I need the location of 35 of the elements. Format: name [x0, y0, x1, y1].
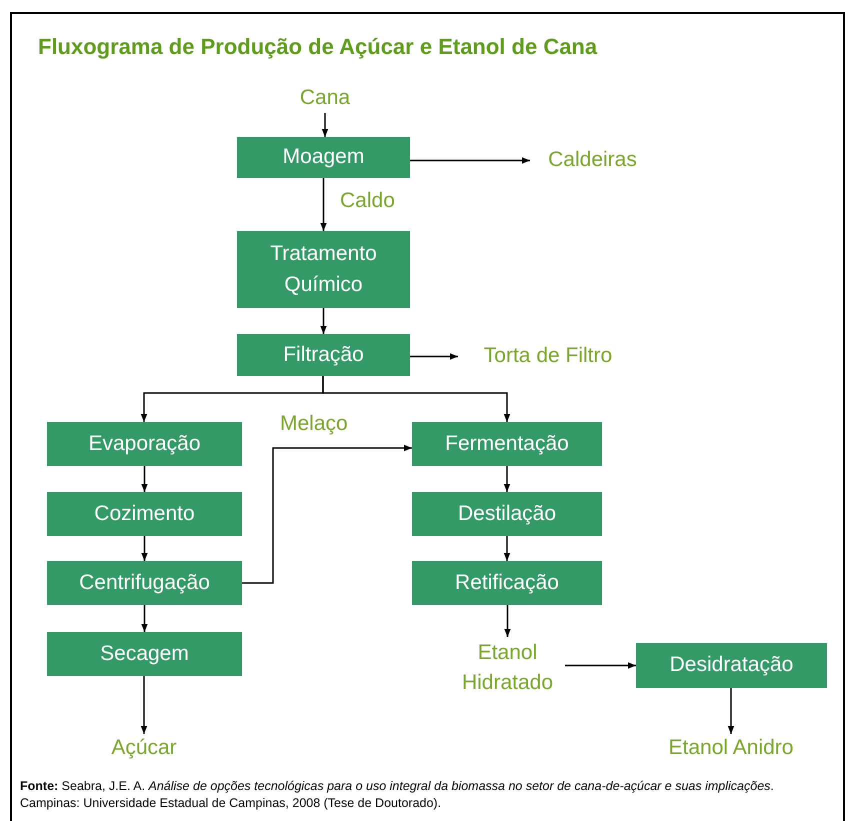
process-box: Fermentação	[412, 422, 602, 466]
process-box: Tratamento Químico	[237, 231, 410, 308]
arrow	[320, 308, 327, 334]
arrow	[242, 444, 412, 584]
arrow	[141, 536, 148, 561]
product-label: Etanol Hidratado	[450, 637, 565, 699]
process-box: Destilação	[412, 492, 602, 536]
arrow	[141, 605, 148, 632]
arrow	[410, 157, 530, 164]
source-note: Fonte: Seabra, J.E. A. Análise de opções tecnológicas para o uso integral da biomassa no setor de cana-de-açúcar e suas implicações. Campinas: Universidade Estadual de Campinas, 2008 (Tese de Doutorado).	[20, 778, 775, 812]
arrow	[504, 466, 510, 492]
process-box: Retificação	[412, 561, 602, 605]
process-box: Secagem	[47, 632, 242, 676]
product-label: Açúcar	[92, 734, 196, 762]
diagram-title: Fluxograma de Produção de Açúcar e Etanol de Cana	[38, 33, 598, 61]
arrow	[728, 688, 734, 734]
process-box: Desidratação	[636, 643, 827, 688]
product-label: Caldeiras	[530, 147, 655, 174]
process-box: Filtração	[237, 334, 410, 376]
arrow	[141, 466, 148, 492]
arrow	[410, 353, 458, 360]
product-label: Etanol Anidro	[636, 734, 826, 762]
product-label: Cana	[290, 84, 360, 113]
process-box: Cozimento	[47, 492, 242, 536]
product-label: Torta de Filtro	[458, 343, 638, 370]
process-box: Centrifugação	[47, 561, 242, 605]
process-box: Moagem	[237, 137, 410, 178]
arrow	[322, 376, 510, 422]
process-box: Evaporação	[47, 422, 242, 466]
arrow	[320, 178, 327, 231]
arrow	[322, 113, 328, 137]
arrow	[565, 662, 636, 669]
arrow	[504, 605, 511, 637]
arrow	[504, 536, 510, 561]
arrow	[140, 676, 148, 734]
